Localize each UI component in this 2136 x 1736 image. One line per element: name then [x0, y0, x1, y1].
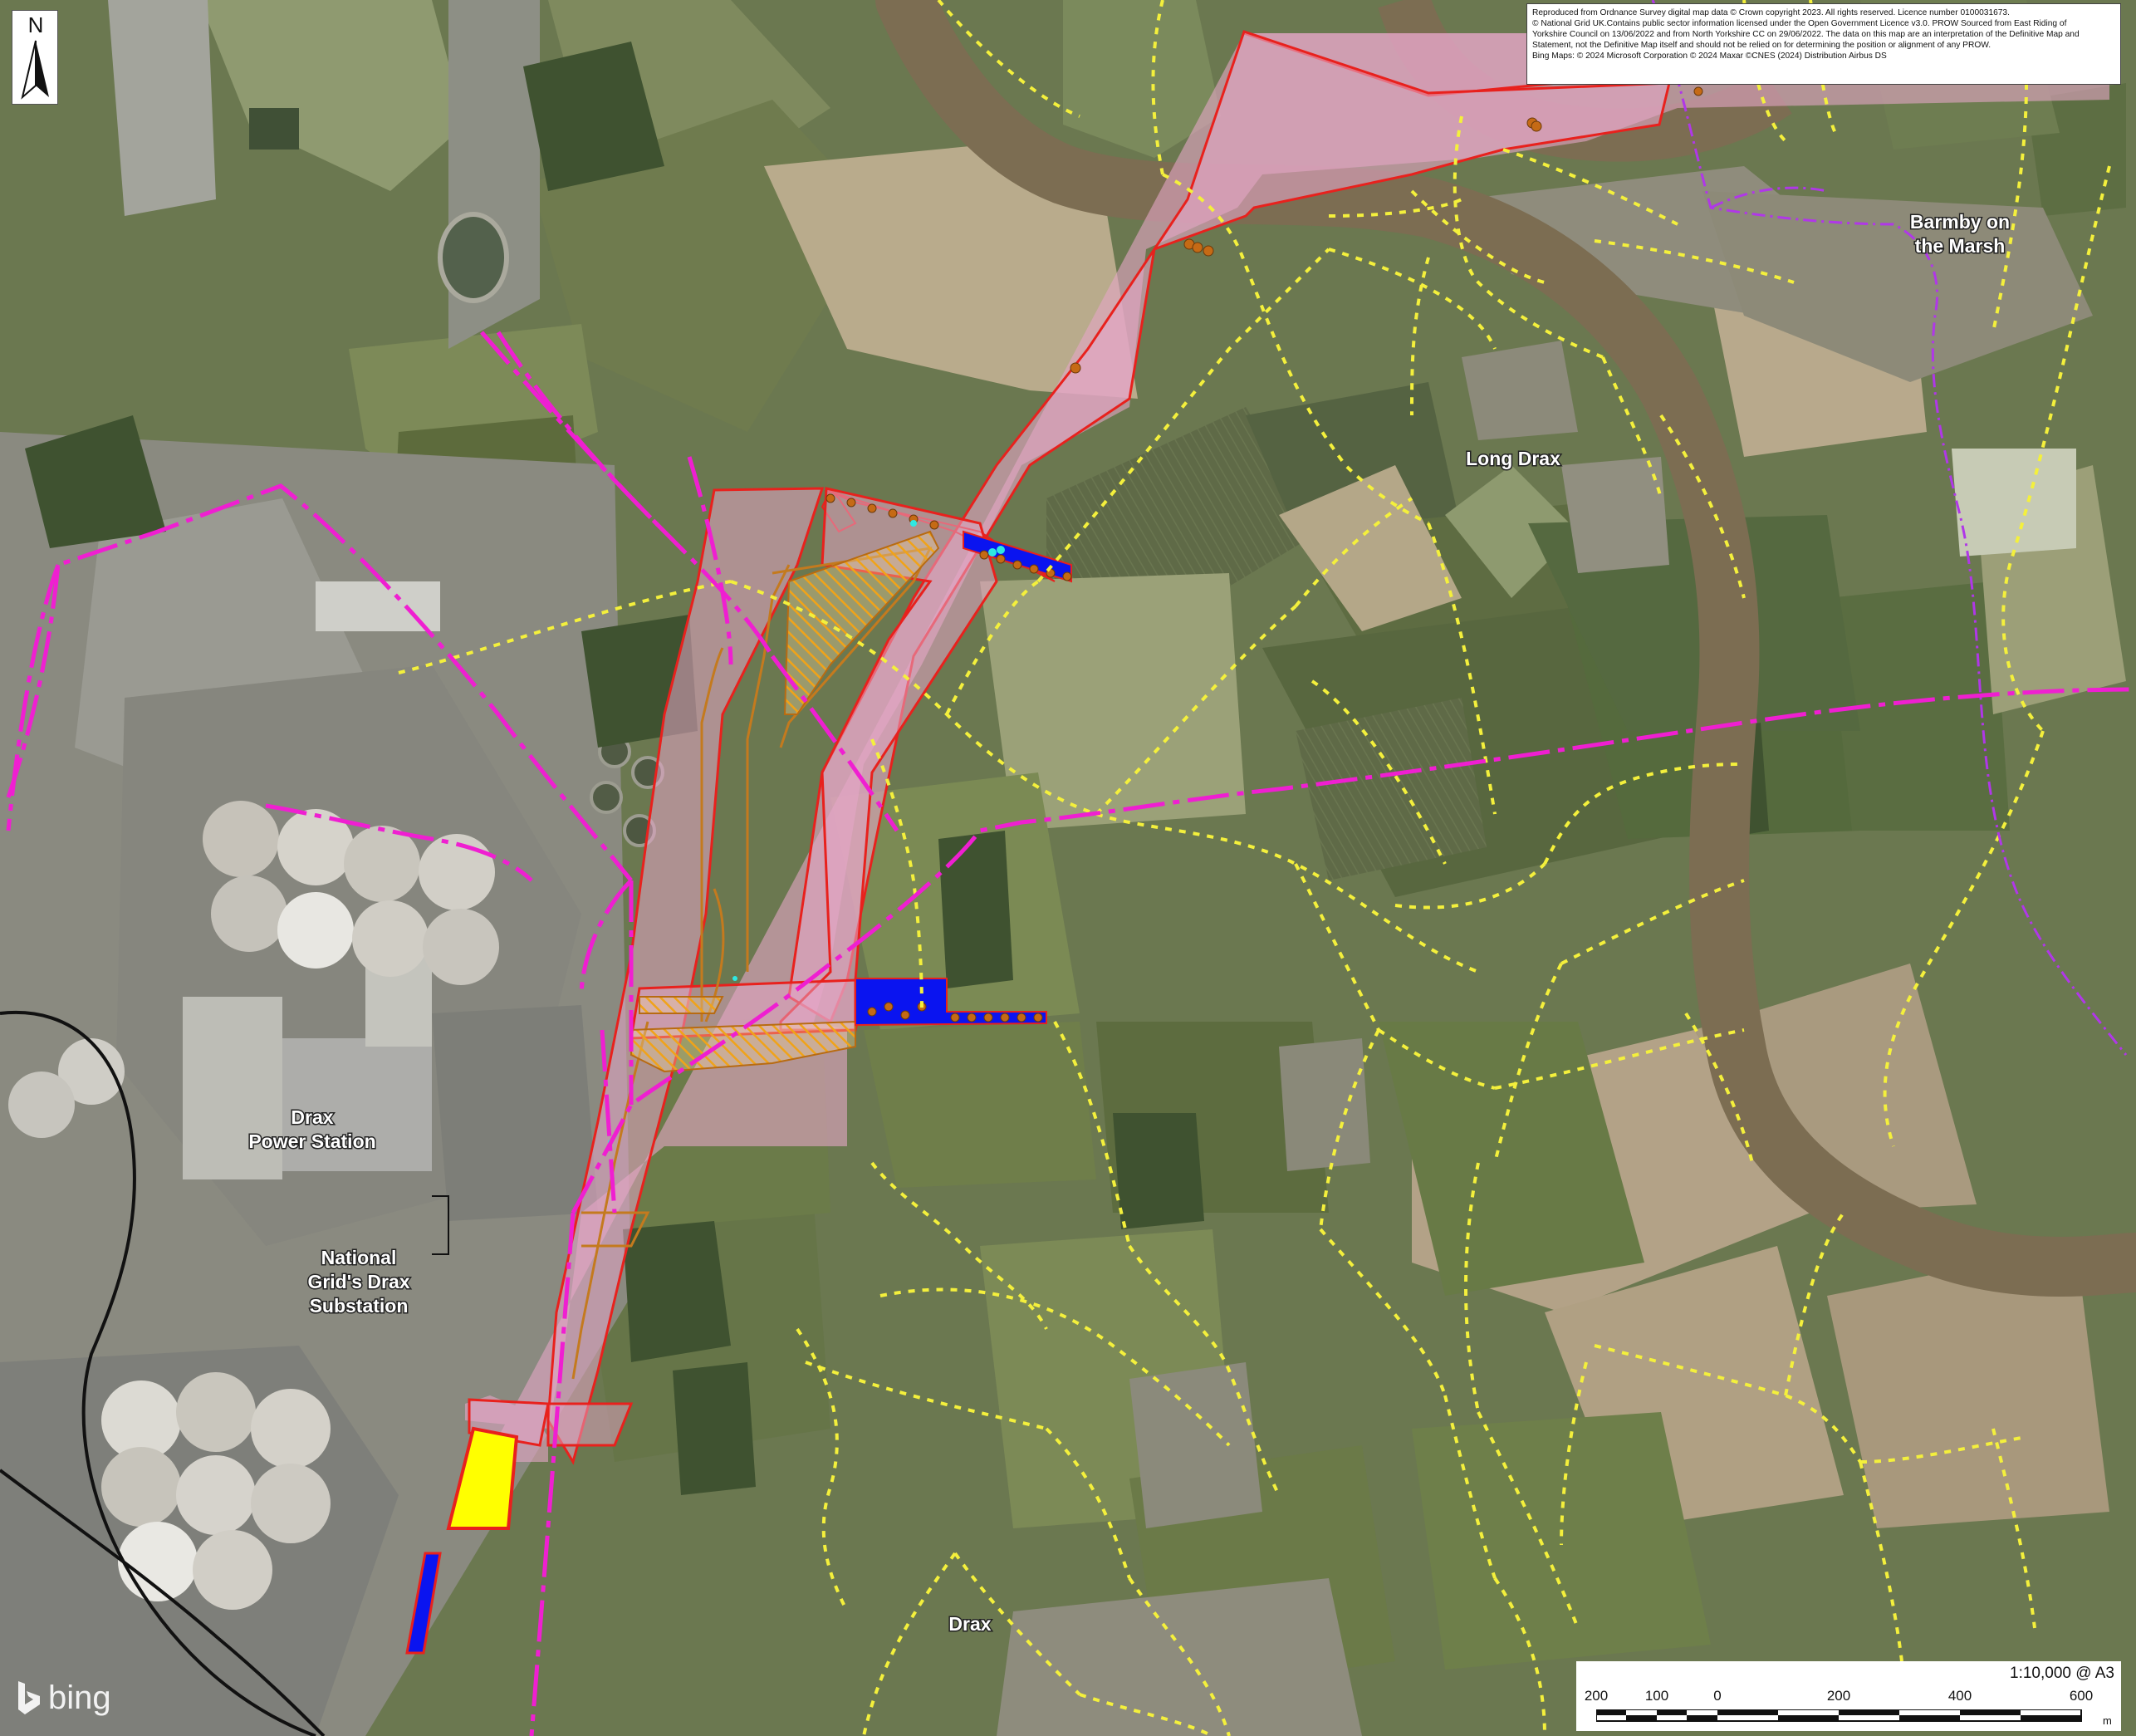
scale-tick-label: 600 [2069, 1688, 2094, 1704]
copyright-line: Statement, not the Definitive Map itself… [1532, 41, 1991, 51]
north-letter: N [27, 12, 44, 37]
railway-lines [0, 1010, 326, 1736]
label-long-drax: Long Drax [1466, 448, 1560, 469]
cyan-points [608, 520, 1005, 1145]
overhead-lines [6, 331, 2136, 1736]
north-arrow-icon [21, 40, 49, 100]
label-barmby-line1: Barmby on [1910, 211, 2010, 233]
copyright-notice: Reproduced from Ordnance Survey digital … [1526, 3, 2121, 85]
yellow-area [446, 1426, 519, 1530]
copyright-line: © National Grid UK.Contains public secto… [1532, 19, 2067, 29]
scale-tick-label: 200 [1584, 1688, 1609, 1704]
copyright-line: Reproduced from Ordnance Survey digital … [1532, 8, 2010, 17]
feature-points [825, 86, 1703, 1022]
bing-wordmark: bing [48, 1679, 111, 1716]
scale-ratio: 1:10,000 @ A3 [2010, 1665, 2114, 1682]
label-national-grid-line3: Substation [310, 1295, 409, 1317]
scale-unit: m [2103, 1714, 2112, 1727]
scale-tick-label: 100 [1644, 1688, 1669, 1704]
north-arrow: N [12, 10, 58, 105]
hatched-areas [630, 530, 940, 1073]
scale-tick-label: 0 [1713, 1688, 1722, 1704]
copyright-line: Bing Maps: © 2024 Microsoft Corporation … [1532, 51, 1887, 61]
scale-bar-graphic [1596, 1709, 2082, 1722]
label-barmby-line2: the Marsh [1915, 235, 2006, 257]
bing-logo: bing [17, 1678, 111, 1718]
scale-tick-label: 200 [1826, 1688, 1851, 1704]
scale-tick-label: 400 [1947, 1688, 1972, 1704]
site-boundary [465, 30, 2109, 1465]
label-national-grid-line2: Grid's Drax [307, 1271, 409, 1292]
label-drax-power-station-line1: Drax [291, 1106, 333, 1128]
bing-logo-icon [18, 1681, 40, 1714]
scale-bar-panel: 1:10,000 @ A3 200 100 0 200 400 600 m [1576, 1661, 2121, 1731]
substation-pointer [432, 1195, 449, 1255]
label-drax-village: Drax [948, 1613, 991, 1635]
copyright-line: Yorkshire Council on 13/06/2022 and from… [1532, 30, 2080, 40]
parish-boundary [1651, 0, 2128, 1056]
prow-routes [398, 0, 2111, 1736]
label-national-grid-line1: National [321, 1247, 397, 1268]
river-ouse [875, 0, 2136, 1297]
woodland [25, 42, 1769, 1495]
label-drax-power-station-line2: Power Station [248, 1130, 375, 1152]
cooling-towers [8, 801, 499, 1610]
